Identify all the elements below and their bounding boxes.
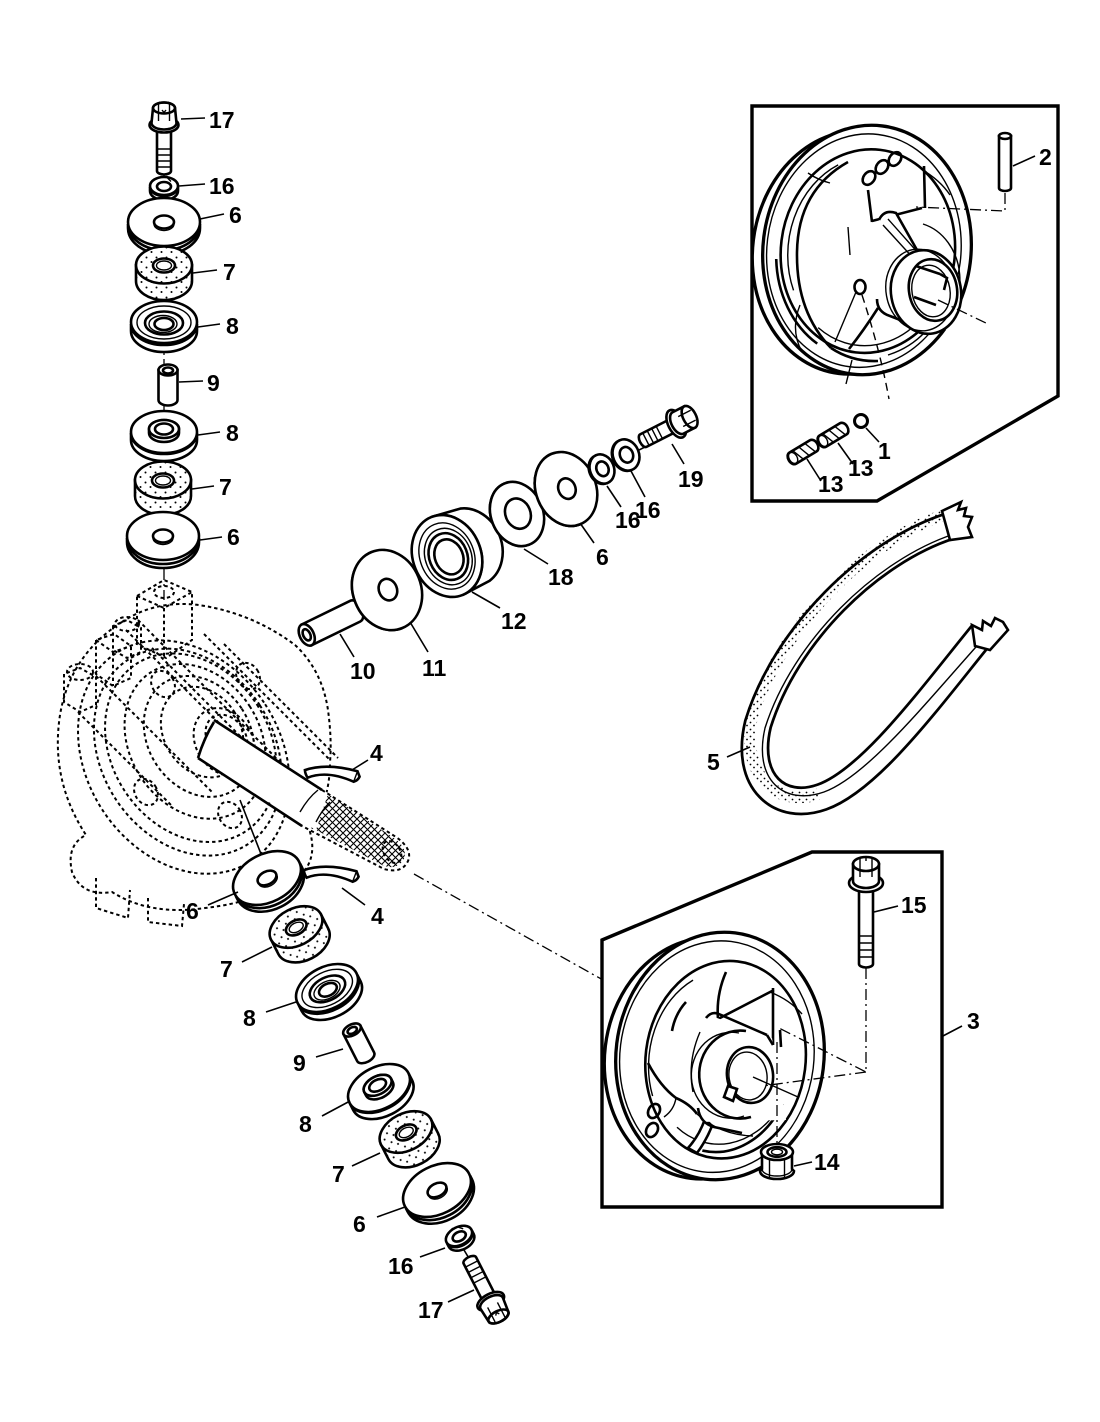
svg-text:7: 7 bbox=[332, 1161, 345, 1187]
svg-text:16: 16 bbox=[635, 497, 661, 523]
svg-text:2: 2 bbox=[1039, 144, 1052, 170]
svg-text:4: 4 bbox=[371, 903, 384, 929]
svg-text:9: 9 bbox=[207, 370, 220, 396]
svg-text:17: 17 bbox=[209, 107, 235, 133]
svg-text:17: 17 bbox=[418, 1297, 444, 1323]
svg-text:4: 4 bbox=[370, 740, 383, 766]
svg-text:16: 16 bbox=[209, 173, 235, 199]
svg-text:6: 6 bbox=[596, 544, 609, 570]
svg-text:6: 6 bbox=[353, 1211, 366, 1237]
svg-text:13: 13 bbox=[818, 471, 844, 497]
svg-text:18: 18 bbox=[548, 564, 574, 590]
svg-text:16: 16 bbox=[615, 507, 641, 533]
svg-text:13: 13 bbox=[848, 455, 874, 481]
svg-text:7: 7 bbox=[223, 259, 236, 285]
svg-text:11: 11 bbox=[422, 655, 447, 681]
svg-text:7: 7 bbox=[220, 956, 233, 982]
svg-text:8: 8 bbox=[226, 420, 239, 446]
svg-text:5: 5 bbox=[707, 749, 720, 775]
svg-text:12: 12 bbox=[501, 608, 527, 634]
svg-text:8: 8 bbox=[226, 313, 239, 339]
svg-text:8: 8 bbox=[243, 1005, 256, 1031]
svg-text:9: 9 bbox=[293, 1050, 306, 1076]
svg-text:6: 6 bbox=[227, 524, 240, 550]
svg-text:16: 16 bbox=[388, 1253, 414, 1279]
svg-text:6: 6 bbox=[186, 898, 199, 924]
svg-text:10: 10 bbox=[350, 658, 376, 684]
svg-text:7: 7 bbox=[219, 474, 232, 500]
svg-text:1: 1 bbox=[878, 438, 891, 464]
svg-text:3: 3 bbox=[967, 1008, 980, 1034]
svg-text:15: 15 bbox=[901, 892, 927, 918]
svg-text:19: 19 bbox=[678, 466, 704, 492]
svg-text:8: 8 bbox=[299, 1111, 312, 1137]
svg-text:14: 14 bbox=[814, 1149, 840, 1175]
svg-text:6: 6 bbox=[229, 202, 242, 228]
